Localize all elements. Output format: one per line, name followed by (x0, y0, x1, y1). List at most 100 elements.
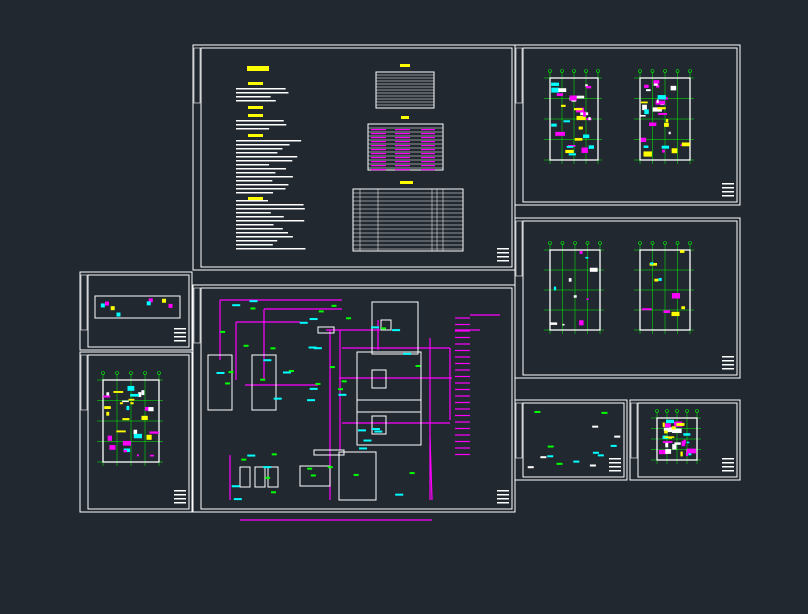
valve (331, 304, 337, 307)
plan-equipment-fixture (119, 402, 123, 405)
plan-b-fixture (640, 137, 647, 143)
water-tank (299, 465, 331, 487)
plan-detail-axis-bubble (695, 409, 699, 413)
title-block-text (247, 66, 269, 71)
note-text-line (236, 236, 293, 238)
plan-detail-fixture (676, 423, 685, 426)
plan-detail-fixture (664, 430, 668, 434)
softener (254, 466, 266, 488)
plan-c-fixture (550, 322, 558, 325)
boiler-1 (207, 354, 233, 411)
note-text-line (236, 168, 286, 170)
plan-detail-fixture (664, 423, 671, 428)
sheet-equipment-plan-inner-frame (87, 354, 190, 510)
note-text-line (236, 156, 298, 158)
note-text-line (236, 212, 271, 214)
label (395, 493, 404, 496)
table-cell (395, 133, 410, 135)
label (232, 304, 241, 307)
sheet-details-left-title-block (609, 466, 621, 468)
plan-b-fixture (670, 85, 677, 91)
sheet-floor-plans-mid (514, 217, 741, 379)
sheet-design-notes-inner-frame (200, 47, 513, 268)
table-cell (395, 165, 410, 167)
plan-equipment-axis-bubble (129, 371, 133, 375)
plan-a-axis-bubble (572, 69, 576, 73)
label (231, 485, 240, 488)
note-text-line (236, 96, 271, 98)
plan-a-axis-bubble (584, 69, 588, 73)
plan-equipment-fixture (116, 430, 126, 433)
label (309, 387, 318, 390)
sheet-system-schematic-inner-frame (200, 287, 513, 510)
note-text-line (236, 180, 273, 182)
valve (271, 453, 277, 456)
note-text-line (236, 228, 283, 230)
plan-a-fixture (567, 145, 576, 147)
detail-item (610, 444, 617, 447)
valve (243, 344, 249, 347)
plan-a-fixture (583, 111, 586, 117)
valve (225, 382, 231, 385)
plan-c-fixture (562, 323, 565, 326)
plan-a-fixture (576, 95, 585, 99)
note-text-line (236, 140, 302, 142)
plan-detail-fixture (681, 440, 686, 447)
plan-b-fixture (662, 149, 665, 153)
plan-equipment-fixture (149, 431, 159, 434)
table-cell (421, 161, 435, 163)
label (371, 326, 380, 329)
note-text-line (236, 244, 273, 246)
detail-item (592, 451, 599, 454)
sheet-floor-plans-mid-title-block (722, 364, 734, 366)
valve (338, 388, 344, 391)
sheet-details-right (629, 399, 741, 481)
plan-equipment-fixture (141, 415, 148, 421)
plan-b-fixture (658, 112, 668, 115)
valve (381, 327, 387, 330)
plan-b-fixture (655, 100, 666, 105)
note-text-line (236, 224, 274, 226)
detail-item (540, 456, 547, 459)
note-text-line (236, 184, 289, 186)
elevation-part (116, 312, 121, 317)
plan-equipment-axis-bubble (157, 371, 161, 375)
plan-equipment-fixture (136, 454, 139, 457)
plan-a-axis-bubble (560, 69, 564, 73)
note-text-line (236, 200, 269, 202)
sheet-design-notes-title-block (497, 252, 509, 254)
plan-detail-fixture (662, 422, 665, 428)
plan-equipment-fixture (122, 418, 130, 421)
sheet-floor-plans-mid-binding-strip (515, 220, 523, 277)
plan-b-fixture (640, 101, 648, 104)
plan-equipment-outline (102, 379, 160, 463)
elevation-part (146, 301, 151, 306)
plan-equipment-fixture (130, 402, 134, 405)
plan-b-axis-bubble (688, 69, 692, 73)
table-3-title (400, 181, 413, 184)
valve (288, 370, 294, 373)
table-3 (352, 188, 464, 252)
label (299, 321, 308, 324)
plan-b-fixture (643, 145, 649, 149)
plan-c-fixture (586, 298, 589, 301)
plan-d-axis-bubble (688, 241, 692, 245)
tank-group-1 (356, 351, 422, 413)
note-text-line (236, 164, 270, 166)
plan-d-axis-bubble (675, 241, 680, 245)
plan-b-fixture (640, 115, 646, 117)
table-cell (371, 161, 386, 163)
sheet-design-notes-binding-strip (193, 47, 201, 104)
plan-a-fixture (588, 117, 591, 121)
sheet-details-left-inner-frame (522, 402, 625, 478)
plan-a-fixture (574, 138, 583, 141)
plan-b-fixture (642, 104, 647, 111)
plan-b-axis-bubble (663, 69, 667, 73)
sheet-elevation-title-block (174, 328, 186, 330)
sheet-system-schematic-title-block (497, 494, 509, 496)
table-cell (421, 133, 435, 135)
valve (260, 378, 266, 381)
plan-d-fixture (671, 293, 681, 299)
plan-a-fixture (585, 84, 588, 87)
